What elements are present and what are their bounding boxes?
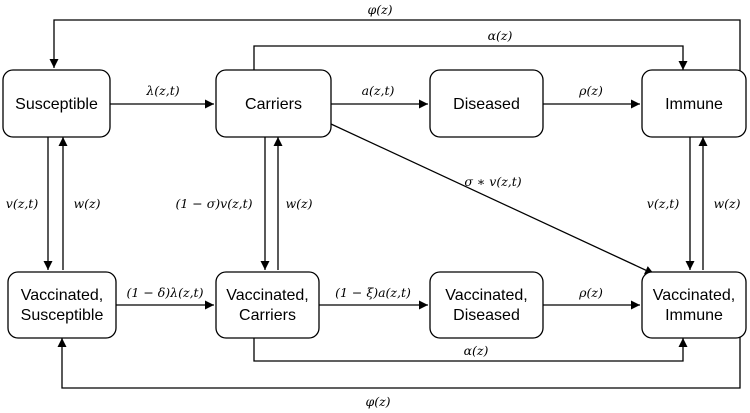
node-vacc-diseased: Vaccinated, Diseased bbox=[429, 271, 544, 339]
label-alpha-bottom: α(z) bbox=[464, 343, 489, 358]
node-diseased: Diseased bbox=[429, 69, 544, 138]
label-phi-top: φ(z) bbox=[367, 2, 392, 17]
node-vacc-diseased-line1: Vaccinated, bbox=[445, 287, 527, 304]
node-vacc-susceptible-line1: Vaccinated, bbox=[21, 287, 103, 304]
edge-carriers-to-immune-top bbox=[253, 45, 688, 70]
label-phi-bottom: φ(z) bbox=[365, 394, 390, 409]
node-vacc-carriers: Vaccinated, Carriers bbox=[215, 271, 320, 339]
node-carriers: Carriers bbox=[215, 69, 332, 138]
label-w-immune: w(z) bbox=[713, 196, 740, 211]
edge-vacc-immune-to-vacc-susceptible-bottom bbox=[57, 305, 741, 389]
node-vacc-susceptible-line2: Susceptible bbox=[21, 307, 104, 324]
label-w-susceptible: w(z) bbox=[73, 196, 100, 211]
edge-vacc-carriers-to-vacc-immune-bottom bbox=[253, 338, 688, 362]
node-vacc-carriers-line1: Vaccinated, bbox=[226, 287, 308, 304]
label-a: a(z,t) bbox=[362, 83, 395, 98]
node-susceptible-label: Susceptible bbox=[15, 96, 98, 113]
edge-immune-to-susceptible-top bbox=[49, 19, 741, 104]
node-vacc-diseased-line2: Diseased bbox=[453, 307, 520, 324]
node-vacc-susceptible: Vaccinated, Susceptible bbox=[7, 271, 117, 339]
edge-carriers-to-vacc-immune bbox=[330, 123, 655, 275]
node-vacc-immune-line2: Immune bbox=[665, 307, 723, 324]
node-carriers-label: Carriers bbox=[245, 96, 302, 113]
node-vacc-immune-line1: Vaccinated, bbox=[653, 287, 735, 304]
label-v-susceptible: v(z,t) bbox=[6, 196, 39, 211]
label-v-carriers: (1 − σ)v(z,t) bbox=[175, 196, 252, 211]
label-lambda: λ(z,t) bbox=[145, 83, 179, 98]
label-sigma-v: σ ∗ v(z,t) bbox=[464, 174, 521, 189]
node-immune-label: Immune bbox=[665, 96, 723, 113]
label-w-carriers: w(z) bbox=[285, 196, 312, 211]
label-delta-lambda: (1 − δ)λ(z,t) bbox=[127, 285, 204, 300]
label-xi-a: (1 − ξ)a(z,t) bbox=[335, 285, 411, 300]
label-alpha-top: α(z) bbox=[488, 28, 513, 43]
node-vacc-carriers-line2: Carriers bbox=[239, 307, 296, 324]
node-immune: Immune bbox=[641, 69, 747, 138]
label-rho-top: ρ(z) bbox=[578, 83, 603, 98]
label-v-immune: v(z,t) bbox=[647, 196, 680, 211]
node-vacc-immune: Vaccinated, Immune bbox=[641, 271, 747, 339]
node-susceptible: Susceptible bbox=[2, 69, 111, 138]
node-diseased-label: Diseased bbox=[453, 96, 520, 113]
label-rho-bottom: ρ(z) bbox=[578, 285, 603, 300]
